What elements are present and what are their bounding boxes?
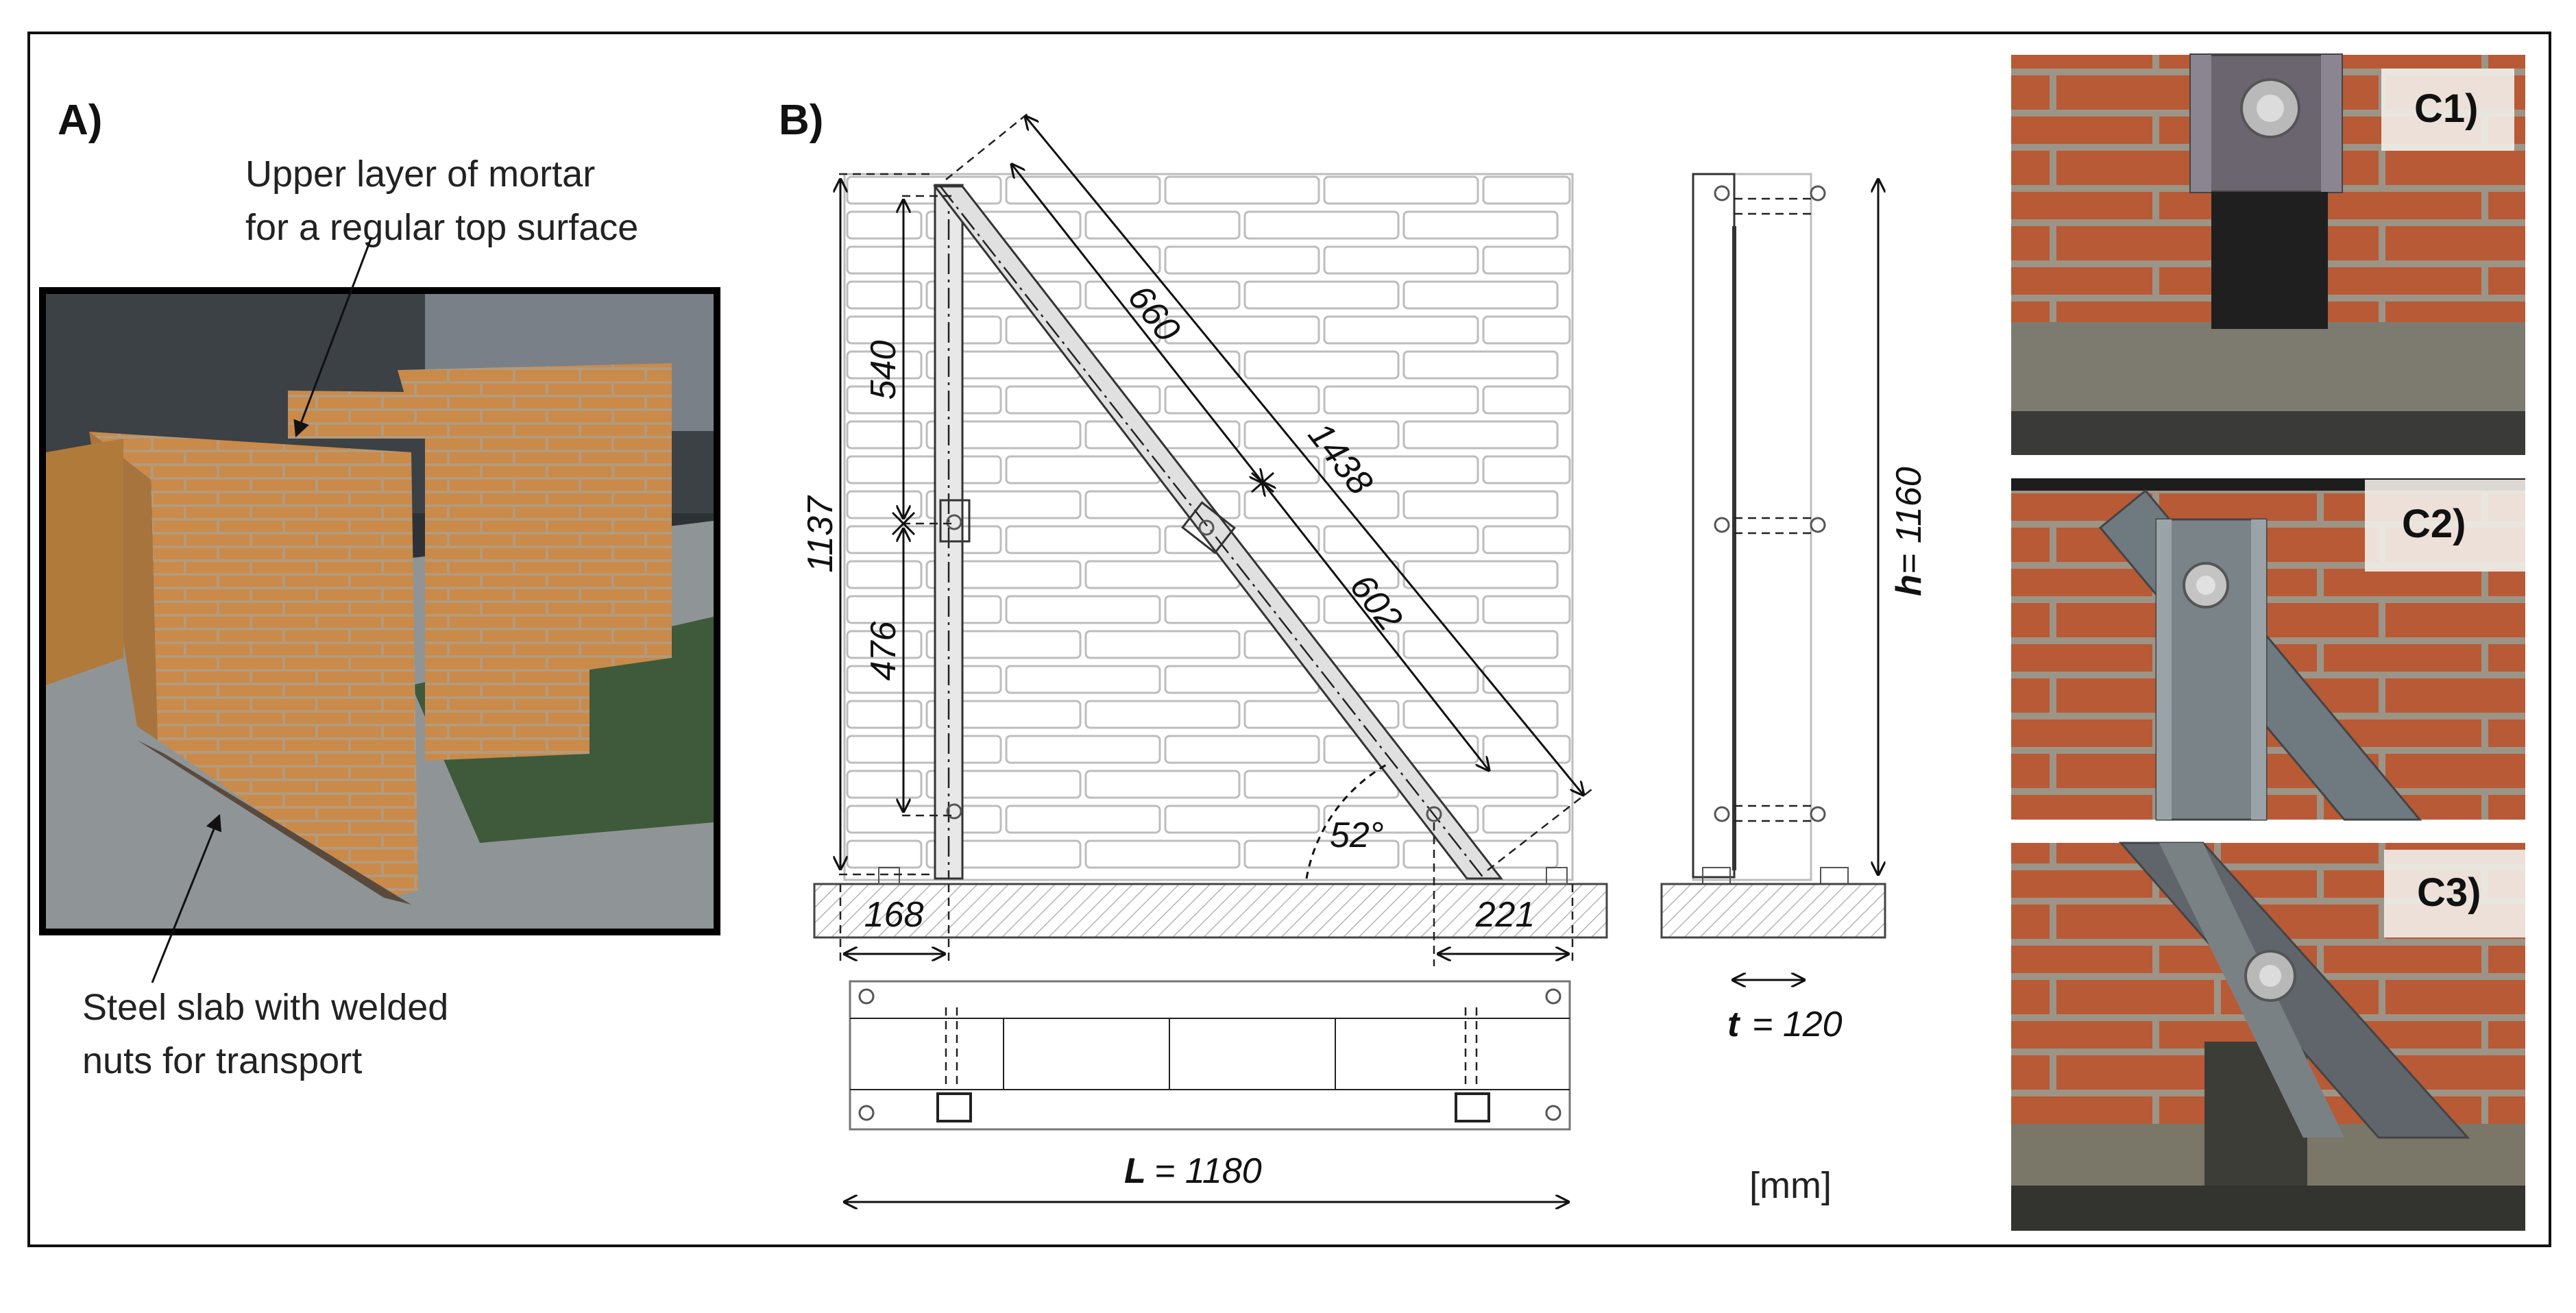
height-value: = 1160 [1889, 467, 1929, 574]
dim-angle: 52° [1330, 815, 1384, 855]
dim-vertical-upper: 540 [864, 341, 903, 400]
dim-base-left: 168 [864, 895, 924, 935]
brick-outline [1243, 839, 1400, 869]
wall-photo [39, 287, 720, 935]
panel-c1-label: C1) [2414, 86, 2478, 131]
brick-outline [1164, 805, 1320, 834]
callout-bottom-line1: Steel slab with welded [82, 987, 448, 1028]
panel-b-label: B) [779, 97, 823, 144]
brick-outline [1005, 805, 1161, 834]
callout-bottom-line2: nuts for transport [82, 1040, 362, 1081]
brick-outline [925, 839, 1082, 869]
panel-c1: C1) [2011, 53, 2525, 455]
thickness-value: = 120 [1752, 1005, 1843, 1044]
panel-a-label: A) [58, 97, 102, 144]
panel-c2-label: C2) [2402, 502, 2466, 546]
brick-outline [1084, 839, 1241, 869]
panel-c3: C3) [2011, 842, 2525, 1231]
panel-a: A) Upper layer of mortar for a regular t… [39, 97, 720, 1081]
figure-frame [27, 32, 2551, 1247]
units-label: [mm] [1749, 1165, 1832, 1206]
thickness-symbol: t [1727, 1005, 1741, 1044]
height-symbol: h [1889, 574, 1929, 596]
vertical-steel-member [934, 184, 971, 880]
dim-base-right: 221 [1475, 895, 1535, 935]
side-view [1660, 173, 1886, 939]
brick-outline [1323, 805, 1479, 834]
panel-c2: C2) [2011, 478, 2525, 821]
panel-c3-label: C3) [2417, 870, 2481, 915]
panel-b: B) 1137 [779, 97, 1929, 1206]
callout-top-arrow [293, 236, 373, 438]
callout-top-line1: Upper layer of mortar [245, 154, 595, 195]
dim-vertical-total: 1137 [801, 495, 840, 573]
brick-outline [1482, 805, 1571, 834]
dim-vertical-lower: 476 [864, 622, 903, 681]
length-value: = 1180 [1154, 1151, 1262, 1191]
plan-view [849, 980, 1571, 1131]
callout-top-line2: for a regular top surface [245, 207, 638, 248]
base-slab-front [813, 883, 1608, 939]
callout-bottom-arrow [151, 813, 222, 983]
length-symbol: L [1124, 1151, 1146, 1191]
